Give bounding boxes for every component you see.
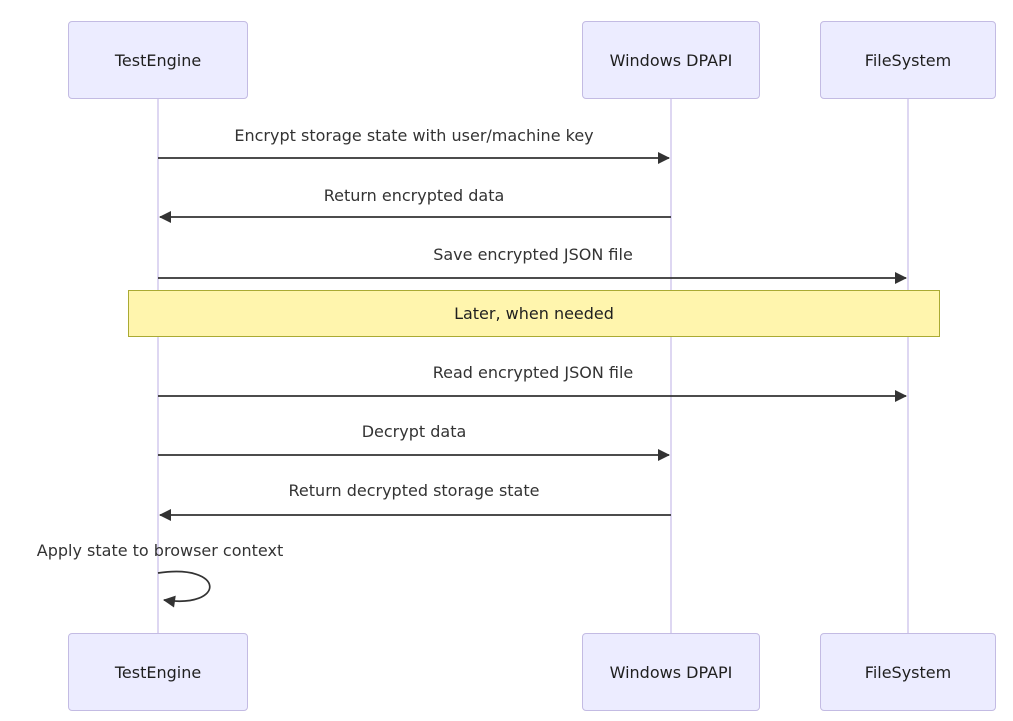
arrow-self-loop-apply-state xyxy=(157,570,211,608)
actor-label-filesystem-top: FileSystem xyxy=(864,50,952,70)
message-label-decrypt-data: Decrypt data xyxy=(361,422,467,441)
message-label-encrypt-storage-state: Encrypt storage state with user/machine … xyxy=(234,126,594,145)
actor-label-testengine-top: TestEngine xyxy=(114,50,202,70)
actor-box-testengine-bottom: TestEngine xyxy=(68,633,248,711)
actor-label-windows-dpapi-bottom: Windows DPAPI xyxy=(609,662,733,682)
actor-label-filesystem-bottom: FileSystem xyxy=(864,662,952,682)
actor-label-testengine-bottom: TestEngine xyxy=(114,662,202,682)
actor-box-windows-dpapi-bottom: Windows DPAPI xyxy=(582,633,760,711)
message-label-read-encrypted-json: Read encrypted JSON file xyxy=(432,363,634,382)
message-label-apply-state-to-browser-context: Apply state to browser context xyxy=(36,541,284,560)
actor-box-testengine-top: TestEngine xyxy=(68,21,248,99)
message-label-return-encrypted-data: Return encrypted data xyxy=(323,186,505,205)
message-label-save-encrypted-json: Save encrypted JSON file xyxy=(433,245,633,264)
note-later-when-needed: Later, when needed xyxy=(128,290,940,337)
note-label: Later, when needed xyxy=(454,304,614,323)
message-label-return-decrypted-storage-state: Return decrypted storage state xyxy=(288,481,540,500)
actor-box-windows-dpapi-top: Windows DPAPI xyxy=(582,21,760,99)
actor-box-filesystem-top: FileSystem xyxy=(820,21,996,99)
actor-box-filesystem-bottom: FileSystem xyxy=(820,633,996,711)
actor-label-windows-dpapi-top: Windows DPAPI xyxy=(609,50,733,70)
